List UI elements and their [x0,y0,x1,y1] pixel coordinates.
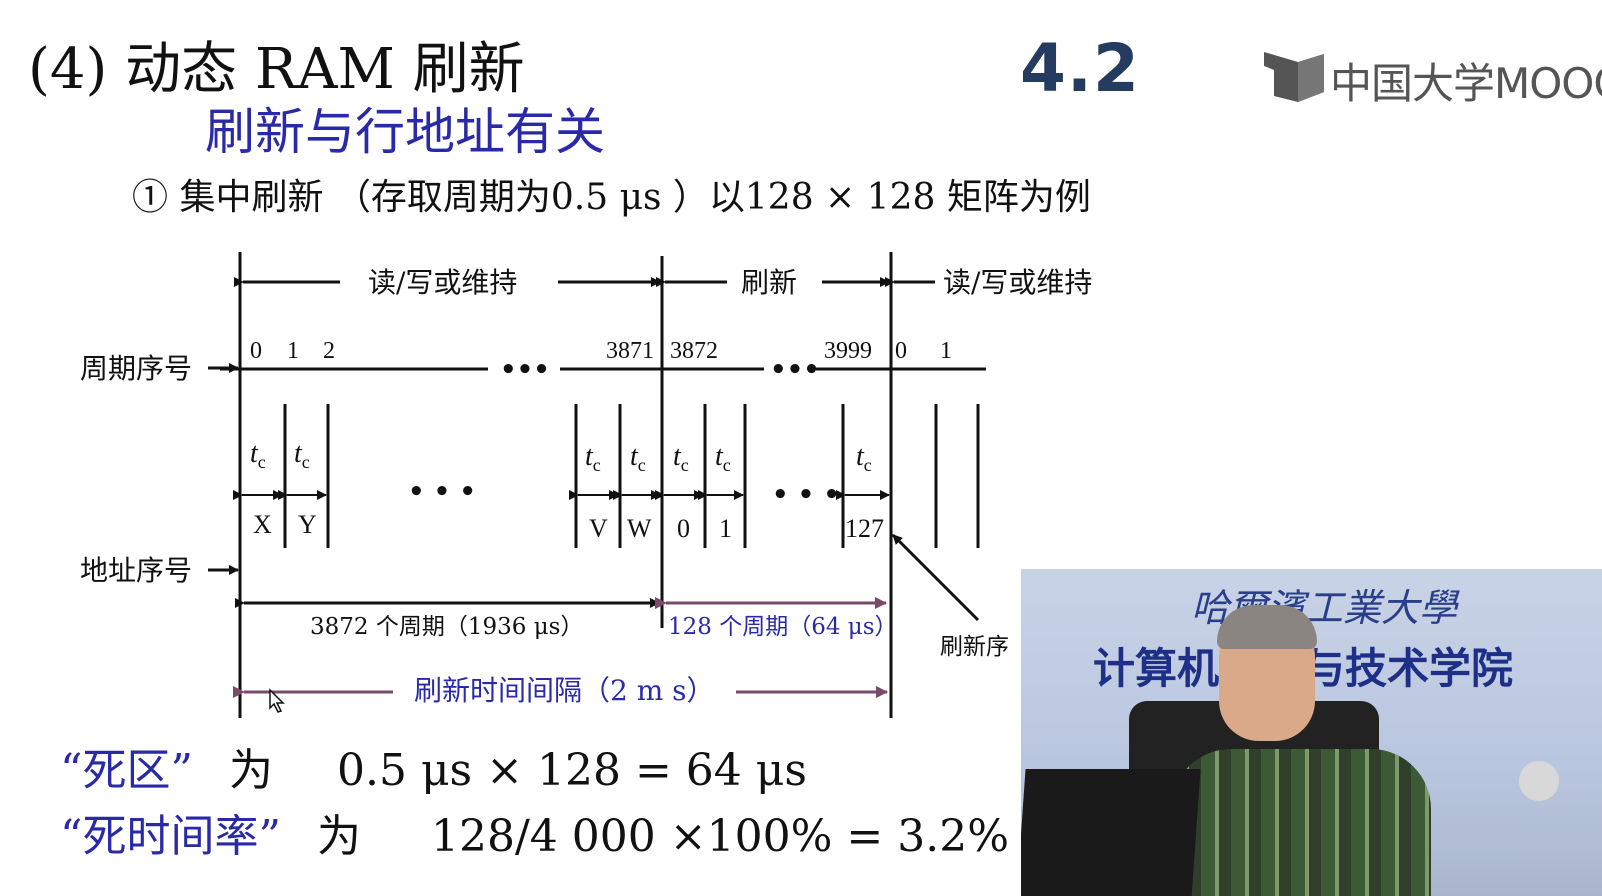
tc-label: tc [585,441,601,475]
address-cell: 127 [845,514,884,543]
timeline-ellipsis: ••• [500,355,550,385]
timeline-ellipsis: ••• [770,355,820,385]
formula-expression: 128/4 000 ×100% = 3.2% [431,811,1010,862]
address-cell: V [589,514,608,543]
formula-dead-zone: “死区” 为 0.5 μs × 128 = 64 μs [60,734,807,798]
lecturer-video-overlay: 哈爾濱工業大學 计算机科学与技术学院 [1021,569,1602,896]
tc-label: tc [630,441,646,475]
tc-label: tc [715,441,731,475]
tc-label: tc [250,438,266,472]
cells-ellipsis: • • • [408,477,476,507]
span-normal-label: 3872 个周期（1936 μs） [310,614,583,640]
microphone-icon [1519,761,1559,801]
laptop [1021,769,1201,896]
mooc-logo-icon [1264,52,1324,102]
cycle-number: 0 [250,338,262,364]
lecturer-body [1171,749,1431,896]
formula-dead-time-rate: “死时间率” 为 128/4 000 ×100% = 3.2% [60,800,1009,864]
cycle-number: 3999 [824,338,872,364]
cycle-number: 2 [323,338,335,364]
slide-title: (4) 动态 RAM 刷新 [28,37,525,102]
formula-term: “死区” [60,745,193,796]
cycle-number: 3872 [670,338,718,364]
cycle-number: 3871 [606,338,654,364]
cycle-row-label: 周期序号 [80,352,192,385]
mooc-logo-text: 中国大学MOOC [1330,59,1602,108]
tc-label: tc [673,441,689,475]
address-cell: X [253,510,272,539]
address-cell: W [627,514,652,543]
address-cell: 1 [719,514,732,543]
phase-label-rw-1: 读/写或维持 [368,266,517,299]
interval-label: 刷新时间间隔（2 m s） [414,674,715,707]
cycle-number: 1 [940,338,952,364]
cells-ellipsis: • • • [772,480,840,510]
address-cell: 0 [677,514,690,543]
slide-subtitle: 刷新与行地址有关 [205,103,605,161]
formula-op: 为 [317,811,361,862]
tc-label: tc [294,438,310,472]
slide-item: ① 集中刷新 （存取周期为0.5 μs ）以128 × 128 矩阵为例 [132,177,1091,218]
formula-expression: 0.5 μs × 128 = 64 μs [337,745,807,796]
cycle-number: 0 [895,338,907,364]
pointer-label: 刷新序 [940,634,1009,660]
span-refresh-label: 128 个周期（64 μs） [668,614,898,640]
mouse-cursor-icon [269,688,285,713]
section-number: 4.2 [1020,30,1140,107]
cycle-number: 1 [287,338,299,364]
phase-label-refresh: 刷新 [741,266,797,299]
formula-op: 为 [229,745,273,796]
phase-label-rw-2: 读/写或维持 [943,266,1092,299]
formula-term: “死时间率” [60,811,281,862]
address-cell: Y [298,510,317,539]
lecturer-hair [1217,605,1317,649]
refresh-timing-diagram: 读/写或维持 刷新 读/写或维持 周期序号 地址序号 0 1 2 3871 38… [80,252,1092,718]
address-row-label: 地址序号 [80,554,192,587]
tc-label: tc [856,441,872,475]
